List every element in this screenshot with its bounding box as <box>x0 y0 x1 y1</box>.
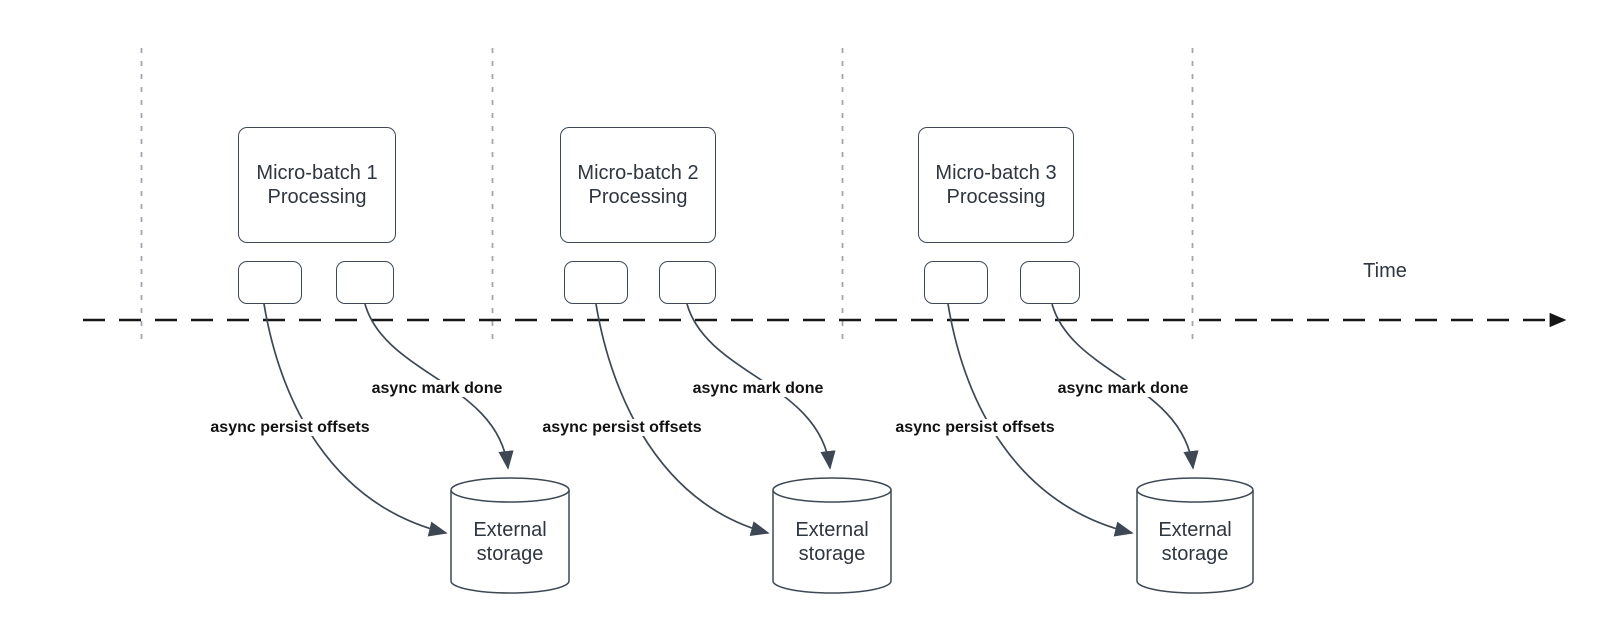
persist-offsets-task-box-3 <box>924 261 988 304</box>
persist-offsets-arrow-3 <box>947 303 1134 537</box>
cylinder-top-2 <box>772 477 892 503</box>
mark-done-task-box-2 <box>659 261 716 304</box>
persist-offsets-task-box-2 <box>564 261 628 304</box>
external-storage-label-3: External storage <box>1158 519 1232 565</box>
micro-batch-2-processing-label: Micro-batch 2 Processing <box>577 162 699 208</box>
micro-batch-2-processing-box: Micro-batch 2 Processing <box>560 127 716 243</box>
async-mark-done-label-1: async mark done <box>368 380 506 397</box>
time-axis-label: Time <box>1363 260 1407 282</box>
cylinder-top-3 <box>1136 477 1254 503</box>
cylinder-body-2 <box>772 490 892 594</box>
async-mark-done-label-3: async mark done <box>1054 380 1192 397</box>
async-persist-offsets-label-3: async persist offsets <box>892 419 1058 436</box>
async-mark-done-label-2: async mark done <box>689 380 827 397</box>
micro-batch-1-processing-label: Micro-batch 1 Processing <box>256 162 378 208</box>
micro-batch-3-processing-box: Micro-batch 3 Processing <box>918 127 1074 243</box>
external-storage-label-1: External storage <box>473 519 547 565</box>
persist-offsets-arrow-1 <box>263 303 448 537</box>
cylinder-body-3 <box>1136 490 1254 594</box>
mark-done-task-box-1 <box>336 261 394 304</box>
micro-batch-1-processing-box: Micro-batch 1 Processing <box>238 127 396 243</box>
micro-batch-3-processing-label: Micro-batch 3 Processing <box>935 162 1057 208</box>
mark-done-task-box-3 <box>1020 261 1080 304</box>
persist-offsets-arrow-2 <box>595 303 770 537</box>
cylinder-top-1 <box>450 477 570 503</box>
persist-offsets-task-box-1 <box>238 261 302 304</box>
external-storage-cylinder-2 <box>772 477 892 594</box>
cylinder-body-1 <box>450 490 570 594</box>
external-storage-cylinder-1 <box>450 477 570 594</box>
async-persist-offsets-label-2: async persist offsets <box>539 419 705 436</box>
async-persist-offsets-label-1: async persist offsets <box>207 419 373 436</box>
external-storage-cylinder-3 <box>1136 477 1254 594</box>
external-storage-label-2: External storage <box>795 519 869 565</box>
